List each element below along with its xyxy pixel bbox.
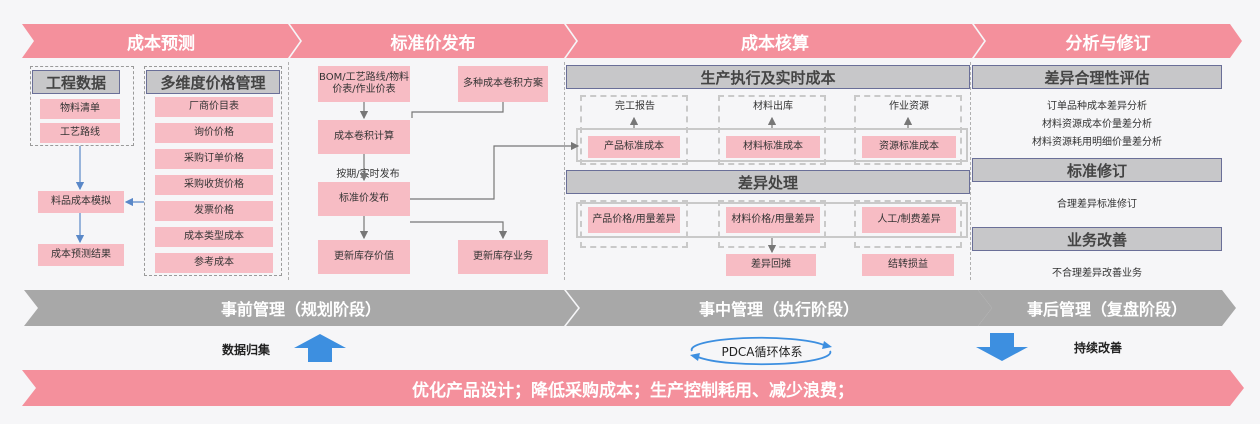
variance-allocation: 差异回摊 xyxy=(726,254,816,276)
bom-item: 物料清单 xyxy=(40,99,120,119)
separator-3 xyxy=(970,62,971,280)
price-item-po: 采购订单价格 xyxy=(155,149,273,169)
phase-forecast: 成本预测 xyxy=(22,24,300,58)
variance-group-3 xyxy=(854,200,962,248)
variance-processing-title: 差异处理 xyxy=(566,170,970,194)
variance-row xyxy=(576,202,968,238)
routing-item: 工艺路线 xyxy=(40,123,120,143)
material-price-qty-variance: 材料价格/用量差异 xyxy=(726,207,820,233)
price-item-receipt: 采购收货价格 xyxy=(155,175,273,195)
multi-rollup-scheme: 多种成本卷积方案 xyxy=(458,66,548,102)
price-item-inquiry: 询价价格 xyxy=(155,123,273,143)
source-group-2 xyxy=(718,95,826,165)
resource-standard-cost: 资源标准成本 xyxy=(862,136,956,158)
phase-analysis: 分析与修订 xyxy=(974,24,1242,58)
labor-overhead-variance: 人工/制费差异 xyxy=(862,207,956,233)
price-item-vendor-list: 厂商价目表 xyxy=(155,97,273,117)
completion-report: 完工报告 xyxy=(615,101,655,112)
product-price-qty-variance: 产品价格/用量差异 xyxy=(588,207,680,233)
pnl-carry-over: 结转损益 xyxy=(862,254,954,276)
price-mgmt-group xyxy=(144,66,282,276)
material-standard-cost: 材料标准成本 xyxy=(726,136,820,158)
forecast-result: 成本预测结果 xyxy=(38,244,124,266)
update-inventory-business: 更新库存业务 xyxy=(458,240,548,274)
up-arrow-icon xyxy=(294,334,346,362)
reasonable-item-1: 订单品种成本差异分析 xyxy=(1047,101,1147,112)
source-group-3 xyxy=(854,95,962,165)
cost-simulation: 料品成本模拟 xyxy=(38,191,124,213)
bom-routing-price: BOM/工艺路线/物料价表/作业价表 xyxy=(318,66,410,102)
improve-item: 不合理差异改善业务 xyxy=(1052,268,1142,279)
separator-2 xyxy=(564,62,565,280)
data-collection-label: 数据归集 xyxy=(222,343,271,357)
post-management: 事后管理（复盘阶段） xyxy=(978,290,1236,326)
standard-price-publish: 标准价发布 xyxy=(318,182,410,216)
production-realtime-title: 生产执行及实时成本 xyxy=(566,65,970,89)
variance-reasonable-title: 差异合理性评估 xyxy=(972,65,1222,89)
in-process-management: 事中管理（执行阶段） xyxy=(566,290,992,326)
separator-1 xyxy=(288,62,289,280)
engineering-data-title: 工程数据 xyxy=(32,70,120,94)
price-item-reference: 参考成本 xyxy=(155,253,273,273)
engineering-data-group xyxy=(30,66,134,146)
pre-management: 事前管理（规划阶段） xyxy=(24,290,578,326)
continuous-improve-label: 持续改善 xyxy=(1074,341,1123,355)
pdca-cycle-icon xyxy=(690,336,832,366)
optimization-banner: 优化产品设计；降低采购成本；生产控制耗用、减少浪费； xyxy=(22,370,1244,406)
material-issue: 材料出库 xyxy=(753,101,793,112)
business-improve-title: 业务改善 xyxy=(972,227,1222,251)
reasonable-item-2: 材料资源成本价量差分析 xyxy=(1042,119,1152,130)
activity-resource: 作业资源 xyxy=(889,101,929,112)
reasonable-item-3: 材料资源耗用明细价量差分析 xyxy=(1032,137,1162,148)
variance-group-1 xyxy=(580,200,688,248)
price-mgmt-title: 多维度价格管理 xyxy=(146,70,280,94)
pdca-label: PDCA循环体系 xyxy=(721,345,803,359)
phase-standard-price: 标准价发布 xyxy=(290,24,576,58)
standard-revise-title: 标准修订 xyxy=(972,158,1222,182)
update-inventory-value: 更新库存价值 xyxy=(318,240,410,274)
source-group-1 xyxy=(580,95,688,165)
phase-accounting: 成本核算 xyxy=(566,24,984,58)
product-standard-cost: 产品标准成本 xyxy=(588,136,680,158)
cost-rollup: 成本卷积计算 xyxy=(318,120,410,154)
period-publish-label: 按期/实时发布 xyxy=(336,169,400,180)
revise-item: 合理差异标准修订 xyxy=(1057,199,1137,210)
price-item-cost-type: 成本类型成本 xyxy=(155,227,273,247)
down-arrow-icon xyxy=(976,333,1028,361)
price-item-invoice: 发票价格 xyxy=(155,201,273,221)
